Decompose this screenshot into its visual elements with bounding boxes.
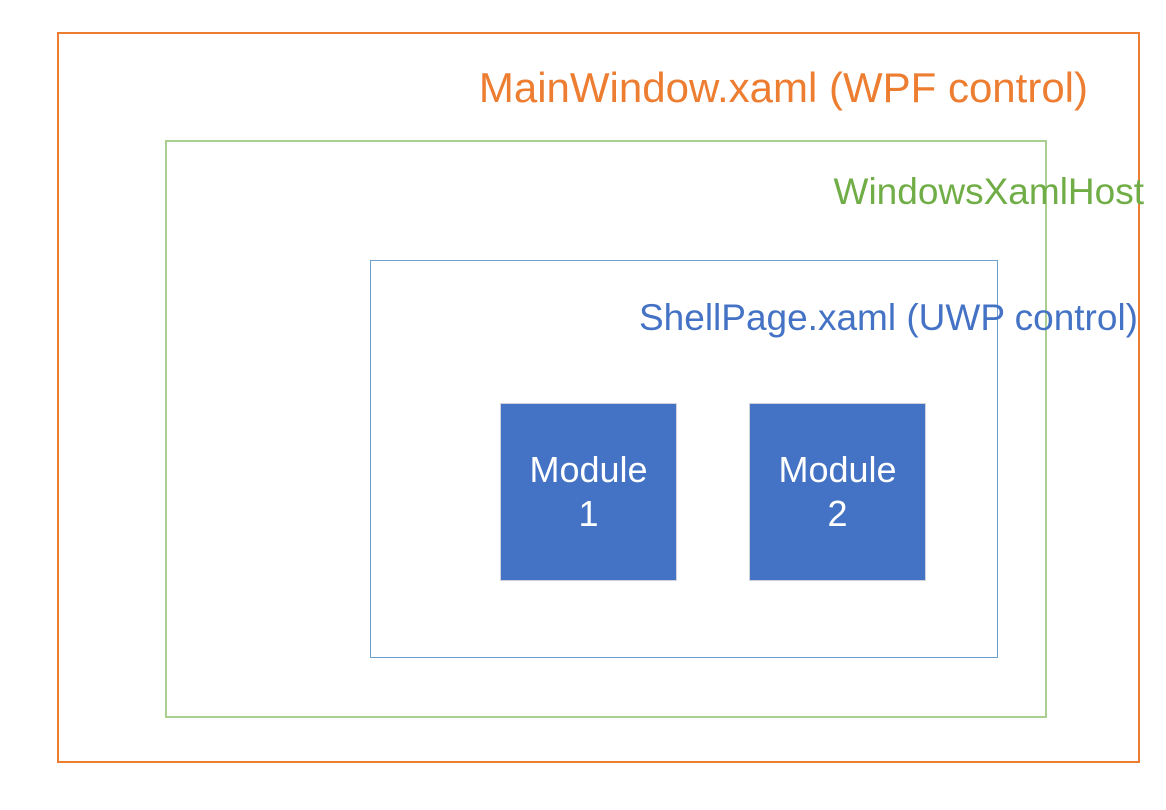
frame-windowsxamlhost [165, 140, 1047, 718]
frame-label-shellpage: ShellPage.xaml (UWP control) [639, 297, 1138, 338]
module-2-label-line2: 2 [827, 493, 848, 534]
module-2-text: Module 2 [778, 448, 896, 536]
module-2-label-line1: Module [778, 449, 897, 491]
module-1-text: Module 1 [529, 448, 647, 536]
frame-shellpage-uwp [370, 260, 998, 658]
frame-label-mainwindow: MainWindow.xaml (WPF control) [478, 64, 1088, 111]
module-box-1: Module 1 [500, 403, 677, 581]
frame-mainwindow-wpf [57, 32, 1140, 763]
module-1-label-line2: 1 [578, 493, 599, 534]
module-box-2: Module 2 [749, 403, 926, 581]
module-1-label-line1: Module [529, 449, 648, 491]
frame-label-windowsxamlhost: WindowsXamlHost [833, 171, 1144, 212]
